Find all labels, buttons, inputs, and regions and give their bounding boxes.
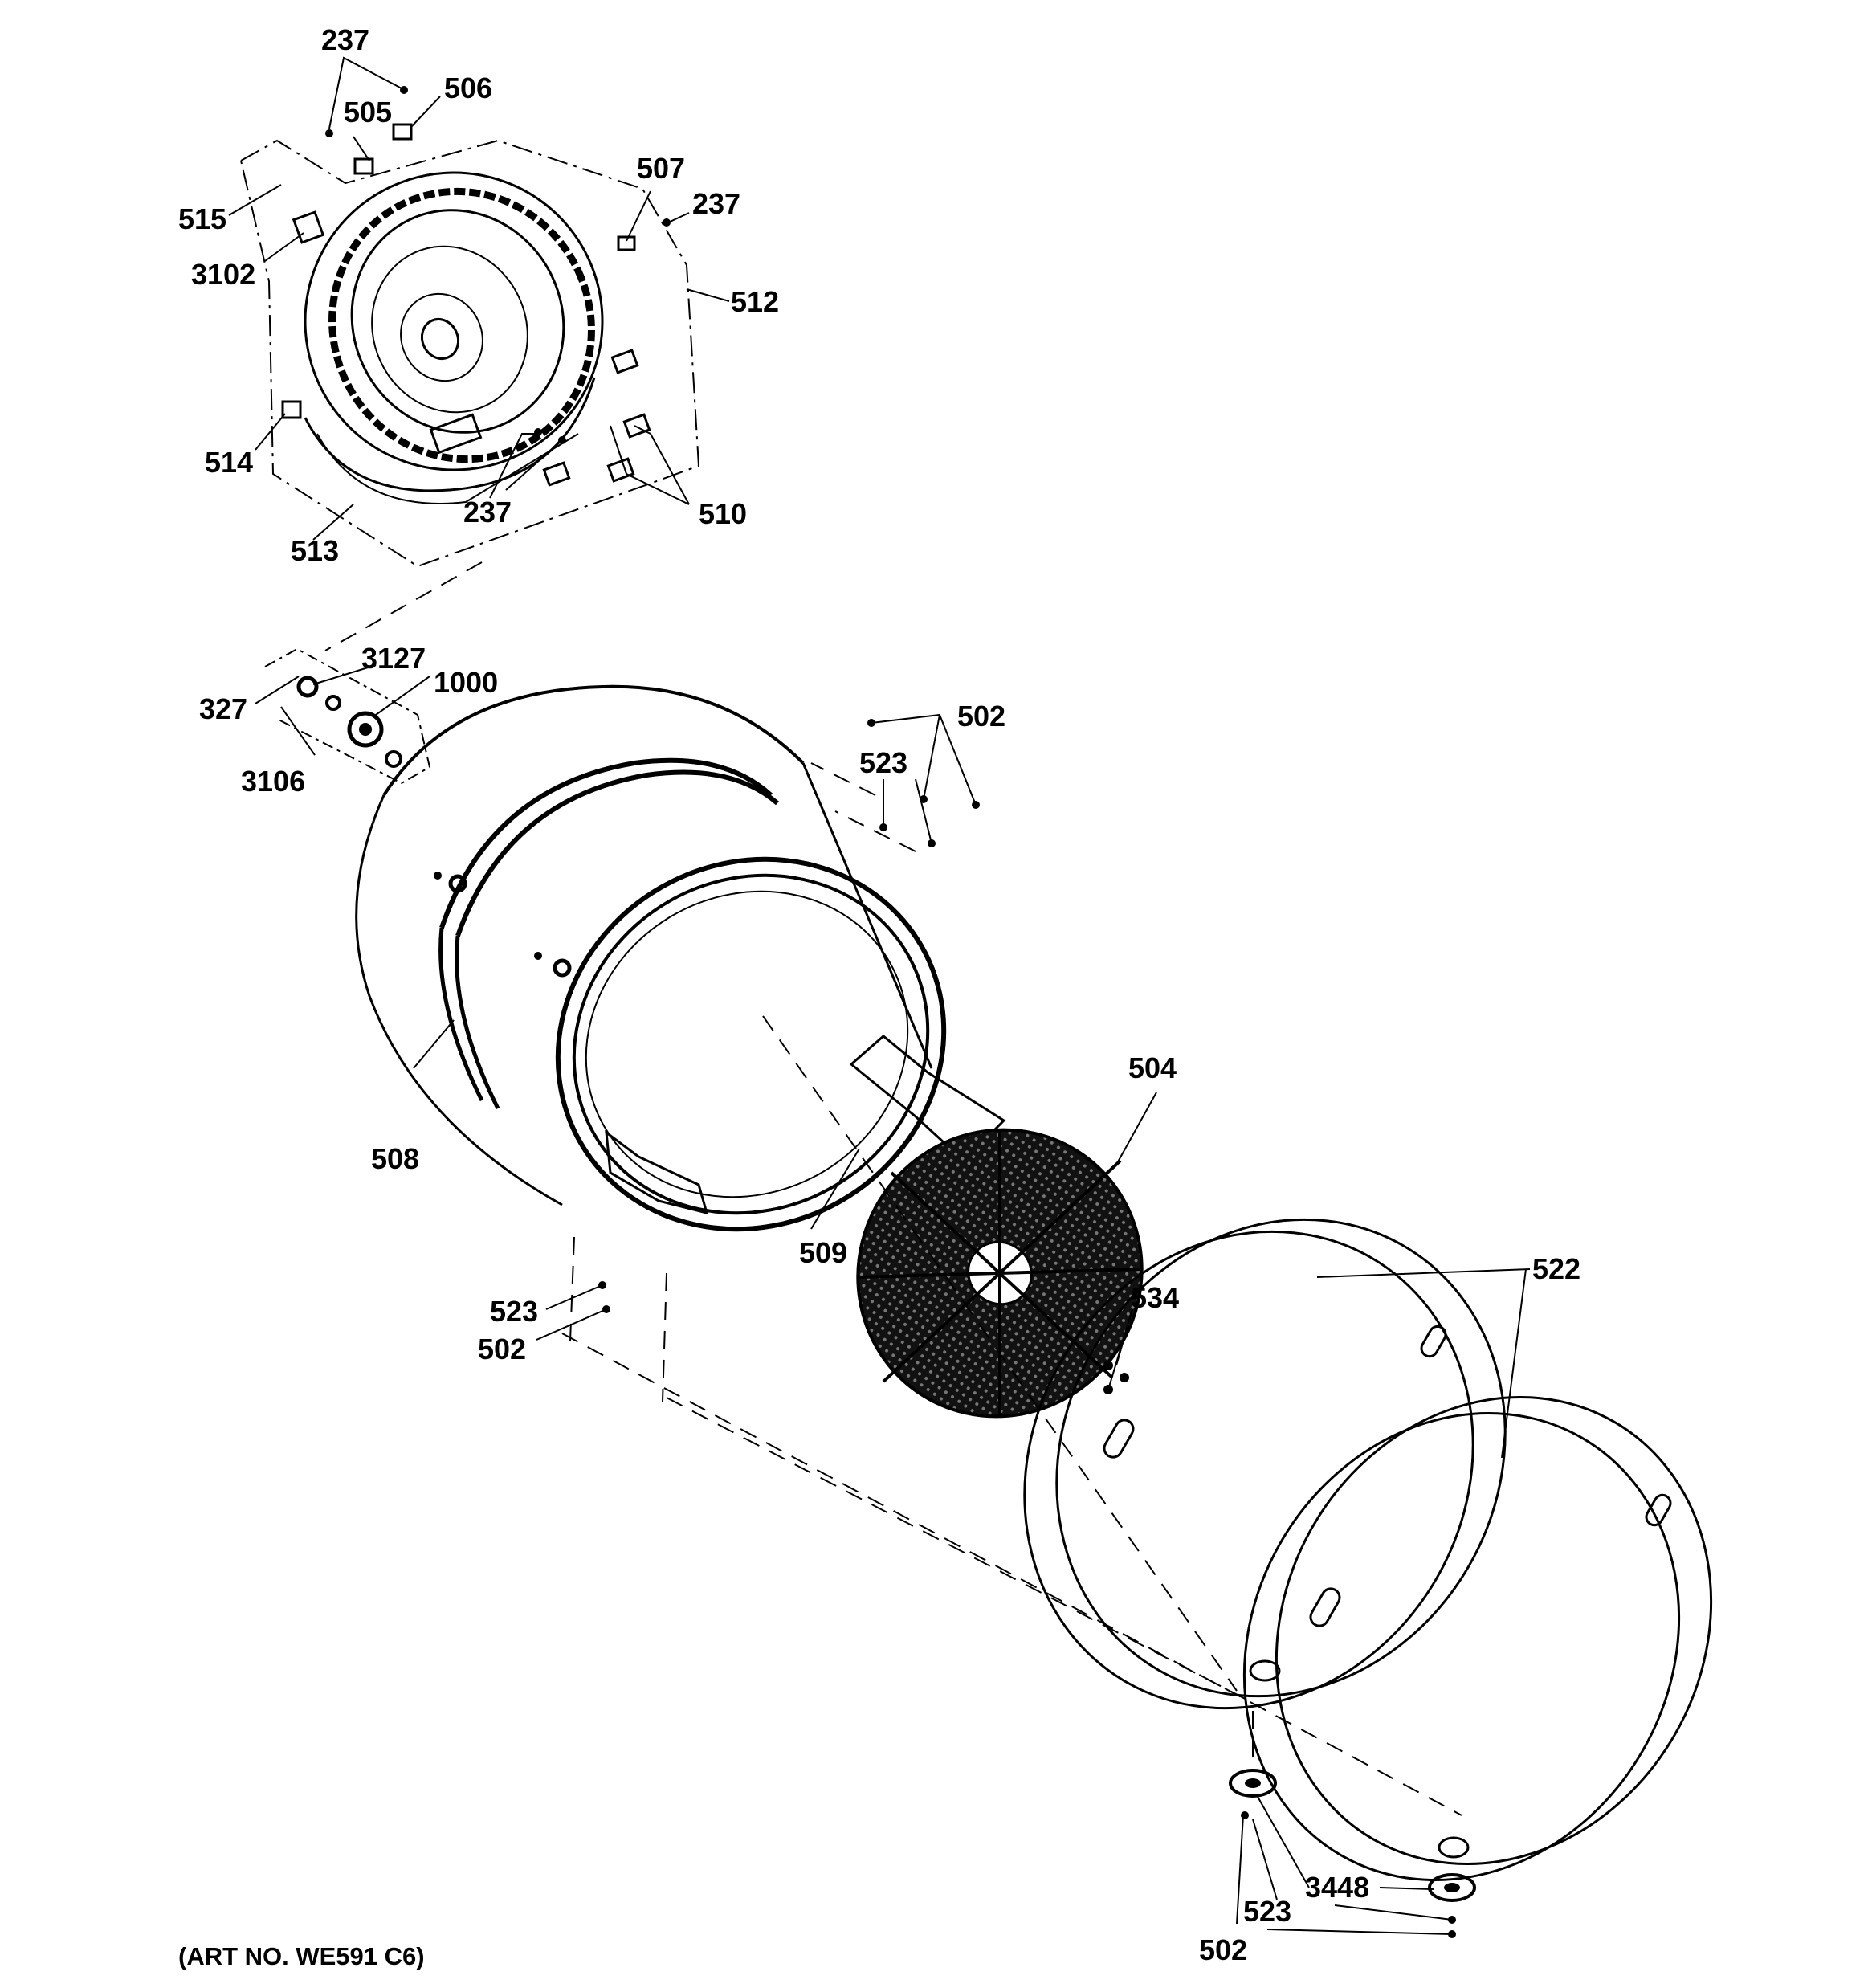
callout-507: 507: [637, 152, 685, 185]
callout-502-upper: 502: [957, 700, 1005, 733]
callout-522: 522: [1532, 1252, 1580, 1285]
callout-523-left: 523: [490, 1295, 538, 1328]
leader-lines: [228, 56, 1531, 1935]
callout-506: 506: [444, 71, 492, 104]
callout-505: 505: [344, 96, 392, 129]
callout-237-bottom: 237: [463, 496, 512, 529]
tumbler-drum: [355, 684, 1006, 1232]
callout-514: 514: [205, 446, 253, 479]
art-number: (ART NO. WE591 C6): [178, 1942, 425, 1970]
drum-back-screen: [856, 1128, 1144, 1419]
callout-523-upper: 523: [859, 746, 907, 779]
callout-513: 513: [291, 534, 339, 567]
callout-515: 515: [178, 202, 226, 235]
callout-504: 504: [1128, 1051, 1177, 1084]
callout-3448: 3448: [1305, 1871, 1369, 1904]
callout-3102: 3102: [191, 258, 255, 291]
rear-bulkhead-assembly: [240, 123, 700, 568]
callout-534: 534: [1131, 1281, 1179, 1314]
fasteners: [325, 86, 1456, 1938]
callout-523-bottom: 523: [1243, 1895, 1291, 1928]
callout-512: 512: [731, 285, 779, 318]
callout-502-bottom: 502: [1199, 1933, 1247, 1966]
callout-510: 510: [699, 497, 747, 530]
callout-labels: 237 505 506 515 3102 507 237 512 514 513…: [178, 23, 1580, 1966]
callout-509: 509: [799, 1236, 847, 1269]
callout-237-right: 237: [692, 187, 740, 220]
callout-237-top: 237: [321, 23, 369, 56]
drum-rings: [1023, 1218, 1713, 1902]
callout-3106: 3106: [241, 765, 305, 798]
callout-327: 327: [199, 692, 247, 725]
drum-bearing-parts: [264, 647, 431, 785]
callout-1000: 1000: [434, 666, 498, 699]
callout-508: 508: [371, 1142, 419, 1175]
callout-502-left: 502: [478, 1333, 526, 1365]
callout-3127: 3127: [361, 642, 426, 675]
